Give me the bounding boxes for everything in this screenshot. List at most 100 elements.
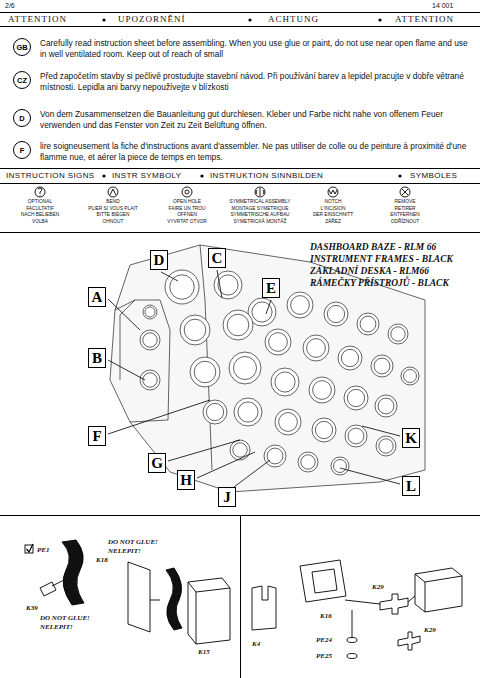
- drawing-stroke: [143, 305, 157, 319]
- drawing-stroke: [287, 292, 313, 318]
- drawing-stroke: [269, 333, 288, 352]
- label-page-number: 14 001: [432, 2, 477, 10]
- drawing-stroke: [415, 574, 462, 612]
- signs-heading: INSTRUCTION SIGNS: [6, 171, 102, 181]
- drawing-stroke: [190, 357, 220, 387]
- attention-heading: UPOZORNĚNÍ: [118, 14, 238, 25]
- drawing-group: [252, 560, 462, 659]
- callout-letter-box: A: [88, 287, 106, 307]
- drawing-stroke: [115, 300, 170, 422]
- drawing-stroke: [348, 428, 364, 444]
- symbol-caption: SYMMETRICAL ASSEMBLY: [224, 199, 296, 205]
- drawing-stroke: [331, 457, 349, 475]
- drawing-stroke: [300, 560, 346, 602]
- drawing-stroke: [360, 316, 376, 332]
- drawing-stroke: [188, 582, 230, 644]
- callout-letter-box: C: [208, 248, 226, 268]
- part-number: K18: [96, 556, 126, 564]
- part-number: K29: [372, 583, 402, 591]
- drawing-stroke: [248, 18, 251, 21]
- attention-heading: ATTENTION: [8, 14, 98, 25]
- symbol-caption: REMOVE: [369, 199, 441, 205]
- drawing-stroke: [266, 300, 271, 314]
- callout-letter-box: H: [177, 470, 195, 490]
- drawing-stroke: [347, 389, 364, 406]
- drawing-stroke: [52, 580, 64, 586]
- drawing-stroke: [234, 460, 270, 487]
- drawing-stroke: [375, 395, 397, 417]
- drawing-stroke: [38, 188, 42, 196]
- part-number: K15: [198, 648, 228, 656]
- symbol-caption: RETIRER: [369, 206, 441, 212]
- node-text: D: [19, 114, 24, 123]
- drawing-stroke: [402, 189, 408, 195]
- drawing-stroke: [275, 409, 301, 435]
- drawing-stroke: [371, 355, 393, 377]
- drawing-stroke: [264, 445, 286, 467]
- drawing-stroke: [265, 329, 291, 355]
- drawing-stroke: [0, 183, 480, 184]
- drawing-stroke: [312, 418, 336, 442]
- drawing-stroke: [229, 352, 261, 384]
- drawing-stroke: [340, 468, 400, 484]
- drawing-stroke: [404, 370, 417, 383]
- node-text: CZ: [17, 76, 27, 85]
- drawing-stroke: [345, 425, 367, 447]
- callout-letter-box: L: [402, 476, 420, 496]
- drawing-stroke: [166, 568, 182, 630]
- part-number: PE24: [316, 636, 346, 644]
- drawing-stroke: [252, 586, 276, 630]
- drawing-group: [108, 270, 400, 487]
- drawing-stroke: [298, 452, 318, 472]
- language-circle: CZ: [13, 71, 31, 89]
- part-number: K4: [252, 640, 277, 648]
- drawing-stroke: [200, 174, 203, 177]
- drawing-stroke: [238, 402, 258, 422]
- node-text: B: [92, 350, 102, 367]
- drawing-stroke: [234, 398, 262, 426]
- symbol-caption: MONTAGE SYMETRIQUE: [224, 206, 296, 212]
- drawing-stroke: [62, 540, 84, 605]
- drawing-stroke: [168, 440, 240, 461]
- drawing-stroke: [230, 440, 250, 460]
- language-circle: F: [13, 141, 31, 159]
- drawing-stroke: [185, 190, 189, 194]
- symbol-caption: DER EINSCHNITT: [297, 212, 369, 218]
- drawing-stroke: [338, 346, 362, 370]
- drawing-stroke: [378, 398, 394, 414]
- warning-paragraph: lire soigneusement la fiche d'instructio…: [40, 141, 474, 162]
- drawing-stroke: [344, 386, 368, 410]
- drawing-stroke: [194, 361, 216, 383]
- callout-letter-box: G: [148, 453, 166, 473]
- drawing-stroke: [145, 307, 155, 317]
- symbol-caption: OFFNEN: [151, 212, 223, 218]
- drawing-group: [140, 270, 419, 475]
- drawing-stroke: [256, 188, 264, 196]
- drawing-stroke: [180, 315, 210, 345]
- drawing-stroke: [140, 330, 160, 350]
- drawing-stroke: [25, 545, 33, 553]
- callout-letter-box: D: [150, 250, 168, 270]
- warning-paragraph: Carefully read instruction sheet before …: [40, 38, 474, 59]
- node-text: G: [151, 455, 163, 472]
- symbol-caption: VOLBA: [4, 219, 76, 225]
- language-circle: D: [13, 109, 31, 127]
- attention-heading: ATTENTION: [395, 14, 475, 25]
- drawing-stroke: [301, 455, 315, 469]
- node-text: J: [223, 489, 231, 506]
- drawing-stroke: [279, 413, 298, 432]
- warning-note: NELEPIT!: [108, 547, 198, 555]
- drawing-stroke: [401, 367, 419, 385]
- attention-heading: ACHTUNG: [268, 14, 368, 25]
- drawing-stroke: [303, 335, 329, 361]
- drawing-stroke: [378, 18, 381, 21]
- node-text: GB: [16, 43, 27, 52]
- part-number: K29: [424, 626, 454, 634]
- drawing-stroke: [376, 436, 396, 456]
- callout-letter-box: J: [218, 487, 236, 507]
- drawing-stroke: [345, 596, 415, 637]
- drawing-stroke: [255, 187, 265, 197]
- symbol-caption: OPEN HOLE: [151, 199, 223, 205]
- signs-heading: SYMBOLES: [410, 171, 476, 181]
- symbol-caption: NACH BELIEBEN: [4, 212, 76, 218]
